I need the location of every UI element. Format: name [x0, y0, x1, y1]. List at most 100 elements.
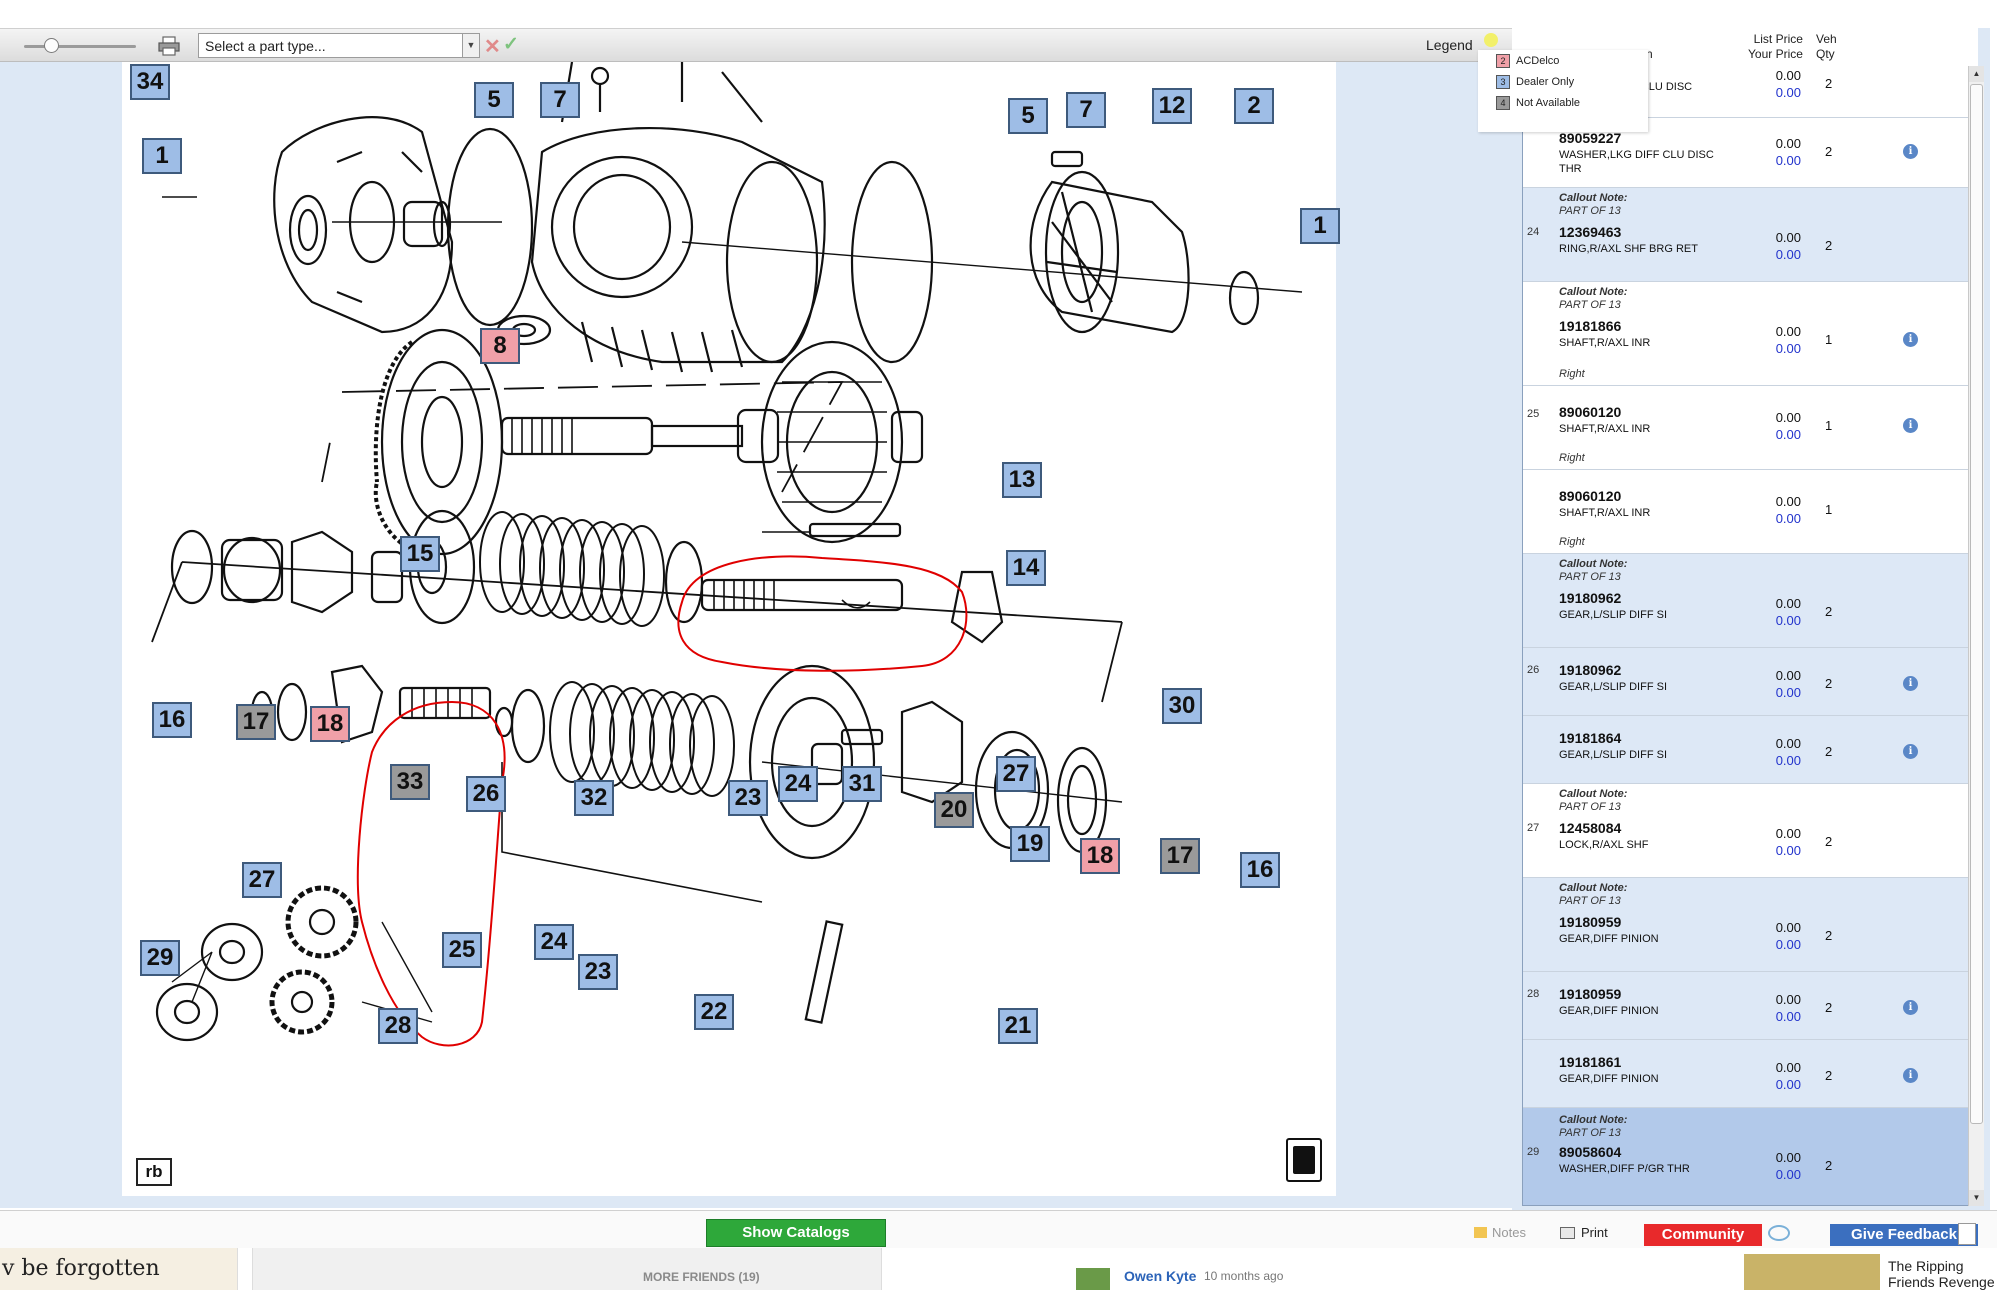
table-row[interactable]: Callout Note: PART OF 13 19180959 GEAR,D… — [1523, 878, 1968, 972]
table-row[interactable]: Callout Note: PART OF 13 19181866 SHAFT,… — [1523, 282, 1968, 386]
callout-badge[interactable]: 28 — [378, 1008, 418, 1044]
callout-badge[interactable]: 7 — [1066, 92, 1106, 128]
callout-badge[interactable]: 17 — [236, 704, 276, 740]
callout-badge[interactable]: 34 — [130, 64, 170, 100]
media-thumbnail[interactable] — [1744, 1254, 1880, 1290]
callout-badge[interactable]: 16 — [1240, 852, 1280, 888]
scroll-down-arrow-icon[interactable]: ▼ — [1969, 1190, 1984, 1206]
part-number[interactable]: 19180962 — [1559, 662, 1622, 678]
clear-x-icon[interactable]: ✕ — [484, 36, 501, 58]
info-icon[interactable]: i — [1903, 332, 1918, 347]
thumbs-up-icon[interactable] — [1958, 1223, 1976, 1245]
your-price: 0.00 — [1775, 613, 1801, 628]
table-row[interactable]: 19181864 GEAR,L/SLIP DIFF SI 0.00 0.00 2… — [1523, 716, 1968, 784]
callout-badge[interactable]: 16 — [152, 702, 192, 738]
callout-badge[interactable]: 12 — [1152, 88, 1192, 124]
parts-list[interactable]: F CLU DISC 0.00 0.00 2 89059227 WASHER,L… — [1522, 66, 1968, 1206]
callout-badge[interactable]: 19 — [1010, 826, 1050, 862]
scroll-up-arrow-icon[interactable]: ▲ — [1969, 66, 1984, 82]
info-icon[interactable]: i — [1903, 1068, 1918, 1083]
avatar[interactable] — [1076, 1268, 1110, 1290]
callout-badge[interactable]: 13 — [1002, 462, 1042, 498]
part-number[interactable]: 89058604 — [1559, 1144, 1622, 1160]
callout-badge[interactable]: 25 — [442, 932, 482, 968]
part-number[interactable]: 19181861 — [1559, 1054, 1622, 1070]
table-row[interactable]: 26 19180962 GEAR,L/SLIP DIFF SI 0.00 0.0… — [1523, 648, 1968, 716]
show-catalogs-button[interactable]: Show Catalogs — [706, 1219, 886, 1247]
legend-toggle[interactable]: Legend — [1426, 37, 1473, 53]
table-row[interactable]: 89060120 SHAFT,R/AXL INR 0.00 0.00 1 Rig… — [1523, 470, 1968, 554]
table-row-selected[interactable]: Callout Note: PART OF 13 29 89058604 WAS… — [1523, 1108, 1968, 1205]
table-row[interactable]: 28 19180959 GEAR,DIFF PINION 0.00 0.00 2… — [1523, 972, 1968, 1040]
apply-check-icon[interactable]: ✓ — [503, 34, 519, 55]
user-name-link[interactable]: Owen Kyte — [1124, 1268, 1197, 1284]
speech-bubble-icon[interactable] — [1768, 1225, 1790, 1241]
print-icon[interactable] — [158, 36, 180, 56]
side-note: Right — [1559, 368, 1585, 380]
table-row[interactable]: 25 89060120 SHAFT,R/AXL INR 0.00 0.00 1 … — [1523, 386, 1968, 470]
info-icon[interactable]: i — [1903, 1000, 1918, 1015]
zoom-slider-handle[interactable] — [44, 38, 59, 53]
callout-badge[interactable]: 26 — [466, 776, 506, 812]
callout-badge[interactable]: 14 — [1006, 550, 1046, 586]
info-icon[interactable]: i — [1903, 676, 1918, 691]
part-number[interactable]: 89060120 — [1559, 404, 1622, 420]
callout-badge[interactable]: 27 — [996, 756, 1036, 792]
callout-number: 29 — [1527, 1146, 1540, 1158]
callout-badge[interactable]: 8 — [480, 328, 520, 364]
media-title-link[interactable]: The Ripping Friends Revenge — [1888, 1258, 1995, 1290]
callout-badge[interactable]: 23 — [578, 954, 618, 990]
callout-badge[interactable]: 18 — [1080, 838, 1120, 874]
callout-badge[interactable]: 23 — [728, 780, 768, 816]
callout-badge[interactable]: 7 — [540, 82, 580, 118]
table-row[interactable]: Callout Note: PART OF 13 24 12369463 RIN… — [1523, 188, 1968, 282]
callout-badge[interactable]: 22 — [694, 994, 734, 1030]
part-number[interactable]: 19180962 — [1559, 590, 1622, 606]
info-icon[interactable]: i — [1903, 144, 1918, 159]
print-button[interactable]: Print — [1560, 1225, 1608, 1240]
part-number[interactable]: 19181866 — [1559, 318, 1622, 334]
parts-list-scrollbar[interactable]: ▲ ▼ — [1968, 66, 1984, 1206]
part-number[interactable]: 19181864 — [1559, 730, 1622, 746]
callout-badge[interactable]: 29 — [140, 940, 180, 976]
post-timestamp: 10 months ago — [1204, 1269, 1284, 1283]
callout-badge[interactable]: 24 — [534, 924, 574, 960]
part-number[interactable]: 89059227 — [1559, 130, 1622, 146]
exploded-parts-diagram[interactable]: 34 1 5 7 8 5 7 12 2 1 13 15 14 16 17 18 … — [122, 62, 1340, 1196]
part-number[interactable]: 12369463 — [1559, 224, 1622, 240]
zoom-slider-track[interactable] — [24, 45, 136, 48]
callout-badge[interactable]: 30 — [1162, 688, 1202, 724]
part-number[interactable]: 12458084 — [1559, 820, 1622, 836]
chevron-down-icon[interactable]: ▼ — [462, 34, 479, 57]
table-row[interactable]: Callout Note: PART OF 13 27 12458084 LOC… — [1523, 784, 1968, 878]
callout-badge[interactable]: 33 — [390, 764, 430, 800]
callout-badge[interactable]: 5 — [1008, 98, 1048, 134]
callout-badge[interactable]: 18 — [310, 706, 350, 742]
callout-badge[interactable]: 15 — [400, 536, 440, 572]
scroll-thumb[interactable] — [1970, 84, 1983, 1124]
table-row[interactable]: Callout Note: PART OF 13 19180962 GEAR,L… — [1523, 554, 1968, 648]
part-number[interactable]: 19180959 — [1559, 986, 1622, 1002]
part-type-select[interactable]: Select a part type... ▼ — [198, 33, 480, 58]
callout-badge[interactable]: 2 — [1234, 88, 1274, 124]
part-number[interactable]: 19180959 — [1559, 914, 1622, 930]
callout-badge[interactable]: 1 — [142, 138, 182, 174]
callout-badge[interactable]: 27 — [242, 862, 282, 898]
info-icon[interactable]: i — [1903, 744, 1918, 759]
callout-badge[interactable]: 1 — [1300, 208, 1340, 244]
info-icon[interactable]: i — [1903, 418, 1918, 433]
callout-badge[interactable]: 17 — [1160, 838, 1200, 874]
give-feedback-button[interactable]: Give Feedback — [1830, 1224, 1978, 1246]
table-row[interactable]: 19181861 GEAR,DIFF PINION 0.00 0.00 2 i — [1523, 1040, 1968, 1108]
callout-badge[interactable]: 32 — [574, 780, 614, 816]
part-number[interactable]: 89060120 — [1559, 488, 1622, 504]
callout-badge[interactable]: 5 — [474, 82, 514, 118]
callout-badge[interactable]: 31 — [842, 766, 882, 802]
callout-badge[interactable]: 21 — [998, 1008, 1038, 1044]
legend-indicator-icon[interactable] — [1484, 33, 1498, 47]
more-friends-link[interactable]: MORE FRIENDS (19) — [643, 1270, 760, 1284]
callout-badge[interactable]: 24 — [778, 766, 818, 802]
notes-button[interactable]: Notes — [1474, 1225, 1526, 1240]
community-button[interactable]: Community — [1644, 1224, 1762, 1246]
callout-badge[interactable]: 20 — [934, 792, 974, 828]
